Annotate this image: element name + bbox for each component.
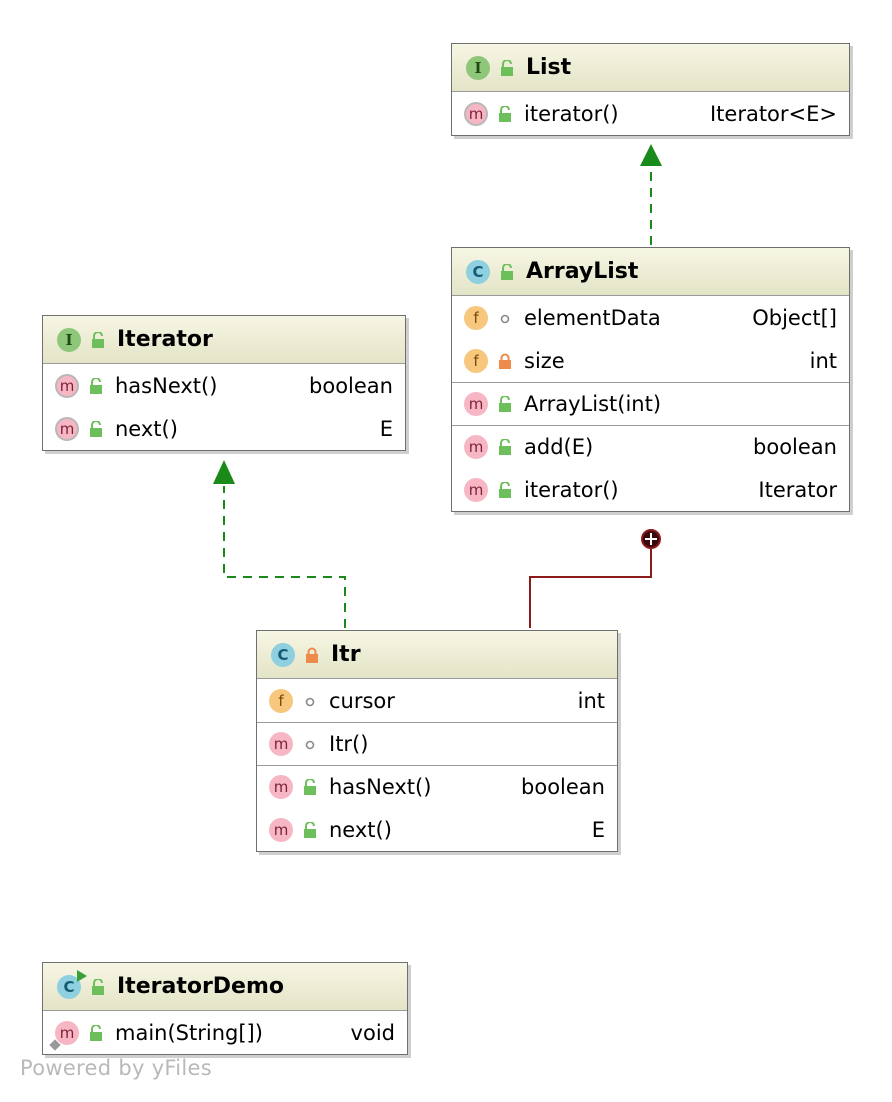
member-row[interactable]: m hasNext() boolean bbox=[43, 364, 405, 407]
public-lock-icon bbox=[89, 420, 103, 437]
method-icon: m bbox=[464, 392, 488, 416]
method-icon: m bbox=[464, 477, 488, 502]
method-name: hasNext() bbox=[329, 775, 432, 799]
node-iteratordemo-title: IteratorDemo bbox=[117, 974, 285, 999]
public-lock-icon bbox=[91, 978, 105, 995]
node-list-title: List bbox=[526, 55, 572, 80]
method-row[interactable]: m iterator() Iterator bbox=[452, 468, 849, 511]
node-iterator-header[interactable]: I Iterator bbox=[43, 316, 405, 364]
field-icon: f bbox=[464, 348, 488, 373]
arrowhead-iterator bbox=[213, 460, 235, 484]
field-row[interactable]: f elementData Object[] bbox=[452, 296, 849, 339]
public-lock-icon bbox=[89, 377, 103, 394]
field-name: cursor bbox=[329, 688, 395, 713]
field-row[interactable]: f size int bbox=[452, 339, 849, 382]
node-itr-title: Itr bbox=[331, 642, 361, 667]
public-lock-icon bbox=[91, 331, 105, 348]
node-iterator-title: Iterator bbox=[117, 327, 213, 352]
field-icon: f bbox=[464, 305, 488, 330]
static-method-icon: m bbox=[49, 1020, 79, 1051]
member-row[interactable]: m iterator() Iterator<E> bbox=[452, 92, 849, 135]
node-arraylist-title: ArrayList bbox=[526, 259, 639, 284]
method-name: iterator() bbox=[524, 477, 619, 502]
field-type: Object[] bbox=[752, 305, 837, 330]
constructor-name: Itr() bbox=[329, 732, 369, 756]
inner-class-anchor-icon bbox=[641, 529, 661, 549]
method-type: Iterator bbox=[758, 477, 837, 502]
node-iterator[interactable]: I Iterator m hasNext() boolean m next() … bbox=[42, 315, 406, 451]
class-icon: C bbox=[271, 642, 295, 667]
interface-icon: I bbox=[466, 55, 490, 80]
member-type: E bbox=[379, 416, 393, 441]
member-name: next() bbox=[115, 416, 178, 441]
public-lock-icon bbox=[498, 105, 512, 122]
method-name: add(E) bbox=[524, 435, 594, 459]
public-lock-icon bbox=[500, 59, 514, 76]
node-arraylist[interactable]: C ArrayList f elementData Object[] f siz… bbox=[451, 247, 850, 512]
node-itr-header[interactable]: C Itr bbox=[257, 631, 617, 679]
node-itr[interactable]: C Itr f cursor int m Itr() m hasNext() b… bbox=[256, 630, 618, 852]
edge-itr-implements-iterator bbox=[223, 486, 346, 628]
field-name: size bbox=[524, 348, 565, 373]
private-lock-icon bbox=[498, 353, 512, 369]
constructor-name: ArrayList(int) bbox=[524, 392, 662, 416]
public-lock-icon bbox=[500, 263, 514, 280]
method-row[interactable]: m next() E bbox=[257, 808, 617, 851]
node-list[interactable]: I List m iterator() Iterator<E> bbox=[451, 43, 850, 136]
abstract-method-icon: m bbox=[464, 101, 488, 126]
yfiles-watermark: Powered by yFiles bbox=[20, 1056, 212, 1080]
field-name: elementData bbox=[524, 305, 661, 330]
method-type: boolean bbox=[521, 775, 605, 799]
method-icon: m bbox=[269, 775, 293, 799]
node-iteratordemo-header[interactable]: C IteratorDemo bbox=[43, 963, 407, 1011]
node-iteratordemo[interactable]: C IteratorDemo m main(String[]) void bbox=[42, 962, 408, 1055]
interface-icon: I bbox=[57, 327, 81, 352]
constructor-row[interactable]: m Itr() bbox=[257, 722, 617, 765]
class-icon: C bbox=[466, 259, 490, 284]
public-lock-icon bbox=[498, 481, 512, 498]
node-list-header[interactable]: I List bbox=[452, 44, 849, 92]
method-icon: m bbox=[269, 732, 293, 756]
runnable-class-icon: C bbox=[57, 969, 87, 999]
package-private-dot-icon bbox=[303, 736, 317, 752]
public-lock-icon bbox=[303, 779, 317, 795]
method-icon: m bbox=[269, 817, 293, 842]
private-lock-icon bbox=[305, 647, 319, 663]
field-type: int bbox=[809, 348, 837, 373]
method-type: void bbox=[350, 1020, 395, 1045]
method-row[interactable]: m add(E) boolean bbox=[452, 425, 849, 468]
method-row[interactable]: m hasNext() boolean bbox=[257, 765, 617, 808]
member-type: boolean bbox=[309, 373, 393, 398]
node-arraylist-header[interactable]: C ArrayList bbox=[452, 248, 849, 296]
run-arrow-icon bbox=[77, 969, 87, 982]
method-type: E bbox=[591, 817, 605, 842]
package-private-dot-icon bbox=[498, 310, 512, 326]
method-row[interactable]: m main(String[]) void bbox=[43, 1011, 407, 1054]
public-lock-icon bbox=[89, 1024, 103, 1041]
field-type: int bbox=[577, 688, 605, 713]
public-lock-icon bbox=[498, 396, 512, 412]
constructor-row[interactable]: m ArrayList(int) bbox=[452, 382, 849, 425]
member-type: Iterator<E> bbox=[709, 101, 837, 126]
edge-itr-inner-of-arraylist bbox=[529, 548, 652, 628]
member-name: hasNext() bbox=[115, 373, 218, 398]
abstract-method-icon: m bbox=[55, 373, 79, 398]
public-lock-icon bbox=[303, 821, 317, 838]
public-lock-icon bbox=[498, 439, 512, 455]
method-name: main(String[]) bbox=[115, 1020, 263, 1045]
field-row[interactable]: f cursor int bbox=[257, 679, 617, 722]
field-icon: f bbox=[269, 688, 293, 713]
method-icon: m bbox=[464, 435, 488, 459]
arrowhead-list bbox=[640, 144, 662, 166]
member-name: iterator() bbox=[524, 101, 619, 126]
static-diamond-icon bbox=[49, 1038, 61, 1051]
method-name: next() bbox=[329, 817, 392, 842]
member-row[interactable]: m next() E bbox=[43, 407, 405, 450]
method-type: boolean bbox=[753, 435, 837, 459]
package-private-dot-icon bbox=[303, 693, 317, 709]
abstract-method-icon: m bbox=[55, 416, 79, 441]
